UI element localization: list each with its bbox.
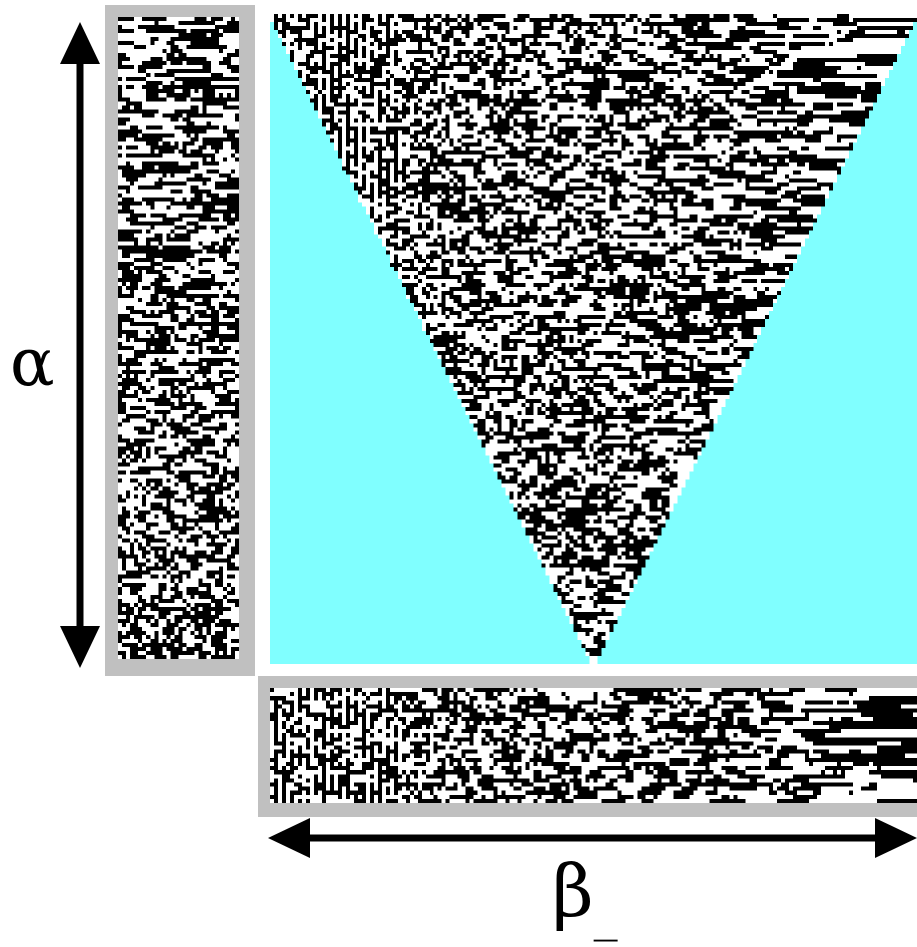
alpha-label: α — [10, 330, 55, 396]
beta-subscript: _ — [594, 886, 618, 942]
beta-symbol: β — [552, 849, 594, 933]
beta-label: β_ — [552, 855, 618, 927]
vertical-double-arrow-icon — [60, 22, 100, 668]
